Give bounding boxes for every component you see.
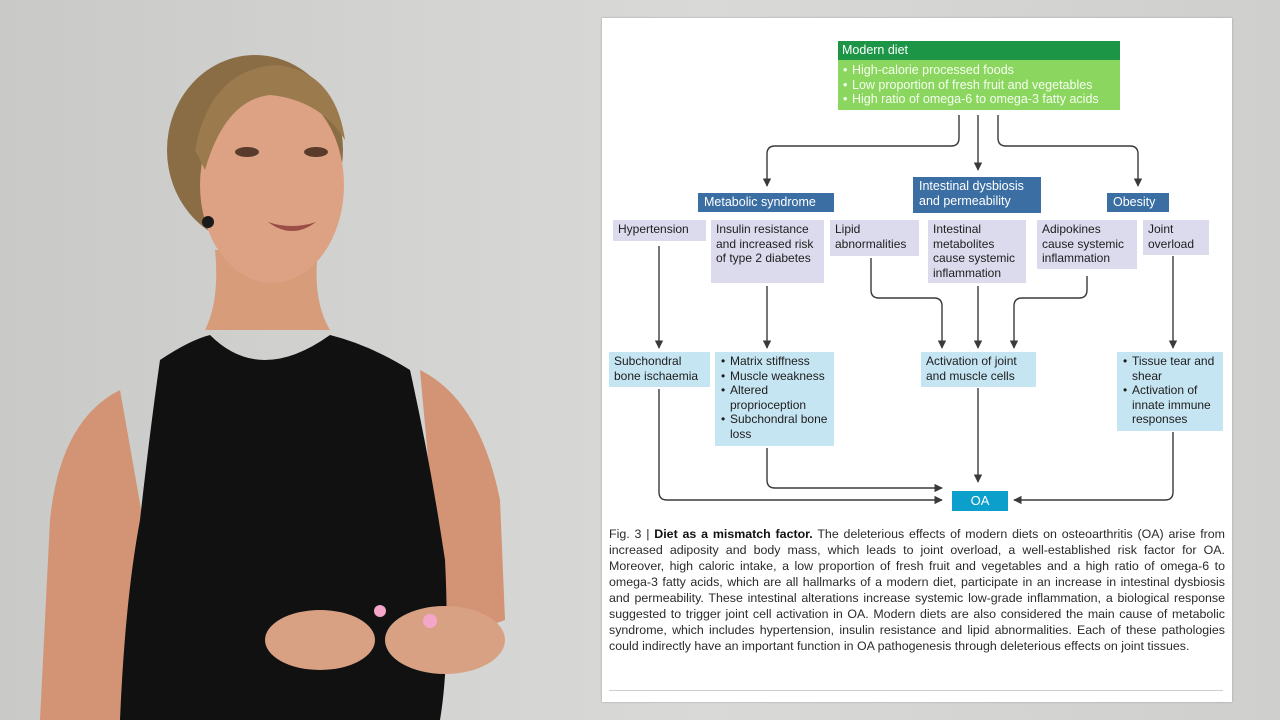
effect-item: Activation of innate immune responses <box>1122 383 1218 427</box>
caption-text: The deleterious effects of modern diets … <box>609 527 1225 653</box>
effect-item: Muscle weakness <box>720 369 829 384</box>
caption-label: Fig. 3 | <box>609 527 655 541</box>
joint-overload-node: Joint overload <box>1143 220 1209 255</box>
arrow-adipokines-activation <box>1009 276 1088 349</box>
modern-diet-title: Modern diet <box>838 41 1120 60</box>
arrow-lipid-activation <box>870 258 947 349</box>
lipid-abnormalities-node: Lipid abnormalities <box>830 220 919 256</box>
tissue-list-node: Tissue tear and shear Activation of inna… <box>1117 352 1223 431</box>
effect-item: Altered proprioception <box>720 383 829 412</box>
effect-item: Subchondral bone loss <box>720 412 829 441</box>
effect-item: Matrix stiffness <box>720 354 829 369</box>
modern-diet-list: High-calorie processed foods Low proport… <box>838 60 1120 110</box>
adipokines-node: Adipokines cause systemic inflammation <box>1037 220 1137 269</box>
insulin-resistance-node: Insulin resistance and increased risk of… <box>711 220 824 283</box>
arrow-stiffness-oa <box>766 448 943 493</box>
diagram-connectors <box>654 115 1178 505</box>
intestinal-metabolites-node: Intestinal metabolites cause systemic in… <box>928 220 1026 283</box>
hypertension-node: Hypertension <box>613 220 706 241</box>
arrow-tissue-oa <box>1013 432 1174 505</box>
figure-panel: Modern diet High-calorie processed foods… <box>602 18 1232 702</box>
activation-joint-node: Activation of joint and muscle cells <box>921 352 1036 387</box>
presenter-person <box>40 55 505 720</box>
arrow-diet-metabolic <box>762 115 960 187</box>
arrow-diet-obesity <box>997 115 1143 187</box>
caption-divider <box>609 690 1223 691</box>
obesity-node: Obesity <box>1107 193 1169 212</box>
diet-item: High ratio of omega-6 to omega-3 fatty a… <box>842 92 1116 107</box>
diet-item: Low proportion of fresh fruit and vegeta… <box>842 78 1116 93</box>
stiffness-list-node: Matrix stiffness Muscle weakness Altered… <box>715 352 834 446</box>
arrow-ischaemia-oa <box>658 389 943 505</box>
effect-item: Tissue tear and shear <box>1122 354 1218 383</box>
intestinal-dysbiosis-node: Intestinal dysbiosis and permeability <box>913 177 1041 213</box>
diet-item: High-calorie processed foods <box>842 63 1116 78</box>
metabolic-syndrome-node: Metabolic syndrome <box>698 193 834 212</box>
figure-caption: Fig. 3 | Diet as a mismatch factor. The … <box>609 526 1225 654</box>
oa-node: OA <box>952 491 1008 511</box>
caption-title: Diet as a mismatch factor. <box>654 527 813 541</box>
subchondral-ischaemia-node: Subchondral bone ischaemia <box>609 352 710 387</box>
